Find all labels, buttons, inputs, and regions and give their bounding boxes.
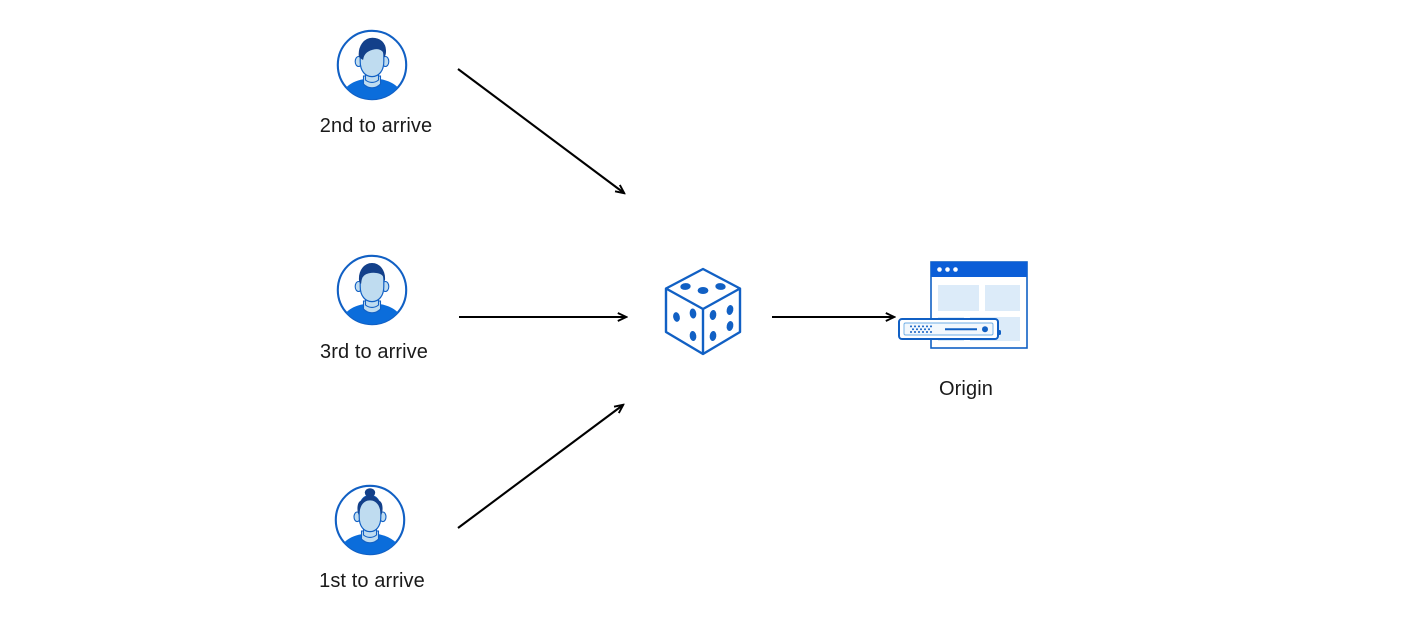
server-device	[898, 318, 1001, 340]
client-label-2nd: 2nd to arrive	[319, 115, 433, 137]
dice-icon	[664, 267, 742, 356]
load-balancer-dice[interactable]	[661, 266, 745, 363]
origin-label: Origin	[939, 378, 993, 400]
client-avatar-1st[interactable]	[333, 483, 407, 557]
user-avatar-icon	[334, 484, 406, 556]
client-avatar-3rd[interactable]	[335, 253, 409, 327]
user-avatar-icon	[336, 254, 408, 326]
client-label-1st: 1st to arrive	[319, 570, 425, 592]
user-avatar-icon	[336, 29, 408, 101]
arrow-1st-to-balancer	[457, 405, 623, 529]
client-avatar-2nd[interactable]	[335, 28, 409, 102]
client-label-3rd: 3rd to arrive	[319, 341, 428, 363]
origin-server-icon	[898, 261, 1028, 349]
origin-server-icon-wrap[interactable]	[893, 258, 1035, 365]
arrow-2nd-to-balancer	[457, 68, 624, 193]
